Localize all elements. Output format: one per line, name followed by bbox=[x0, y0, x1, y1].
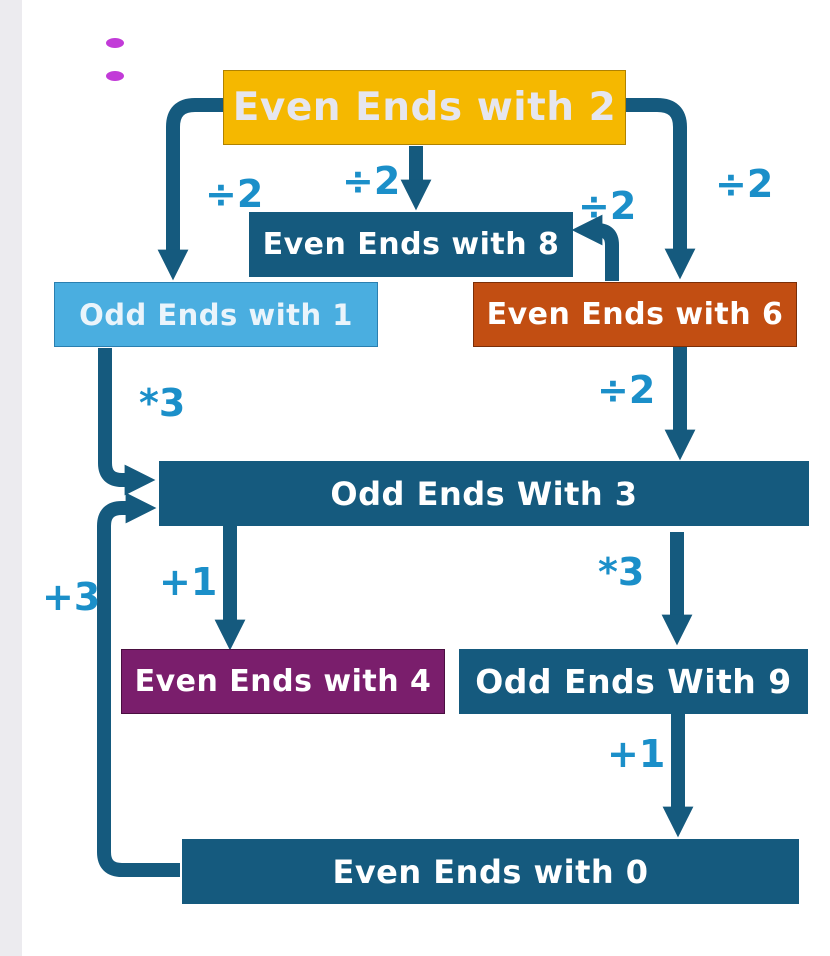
edge-label-odd3-to-odd9: *3 bbox=[598, 550, 645, 594]
edge-label-even6-to-odd3: ÷2 bbox=[597, 368, 656, 412]
edge-label-even6-to-even8: ÷2 bbox=[578, 184, 637, 228]
node-odd3: Odd Ends With 3 bbox=[159, 461, 809, 526]
arrow-even6-to-even8 bbox=[571, 214, 619, 281]
arrow-even2-to-even6 bbox=[626, 98, 696, 280]
edge-label-even0-to-odd3: +3 bbox=[42, 575, 101, 619]
edge-label-even2-to-even8: ÷2 bbox=[342, 159, 401, 203]
arrow-even0-to-odd3 bbox=[97, 492, 180, 877]
edge-label-odd3-to-even4: +1 bbox=[159, 560, 218, 604]
node-even6: Even Ends with 6 bbox=[473, 282, 797, 347]
selection-handle-top[interactable] bbox=[106, 38, 124, 48]
edge-label-even2-to-odd1: ÷2 bbox=[205, 172, 264, 216]
node-odd9: Odd Ends With 9 bbox=[459, 649, 808, 714]
arrow-layer bbox=[97, 98, 696, 877]
node-even4: Even Ends with 4 bbox=[121, 649, 445, 714]
edge-label-odd9-to-even0: +1 bbox=[607, 732, 666, 776]
arrow-odd1-to-odd3 bbox=[98, 348, 156, 496]
diagram-canvas: Even Ends with 2 Even Ends with 8 Odd En… bbox=[22, 0, 830, 956]
node-odd1: Odd Ends with 1 bbox=[54, 282, 378, 347]
arrow-even2-to-odd1 bbox=[157, 98, 223, 281]
edge-label-odd1-to-odd3: *3 bbox=[139, 381, 186, 425]
node-even8: Even Ends with 8 bbox=[249, 212, 573, 277]
selection-handle-bottom[interactable] bbox=[106, 71, 124, 81]
node-even0: Even Ends with 0 bbox=[182, 839, 799, 904]
node-even2: Even Ends with 2 bbox=[223, 70, 626, 145]
edge-label-even2-to-even6: ÷2 bbox=[715, 162, 774, 206]
